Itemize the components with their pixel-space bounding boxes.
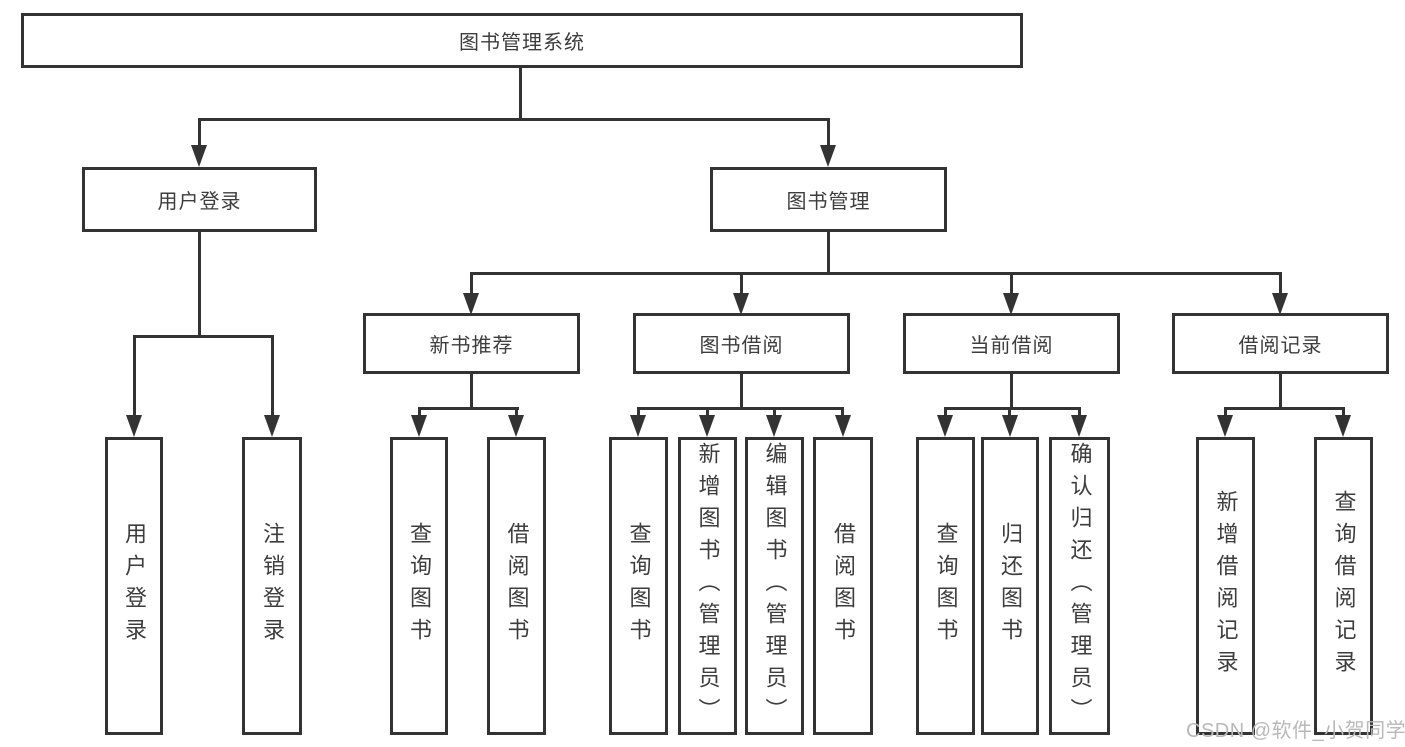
edge-new-book-branch [418,407,519,410]
node-library-system: 图书管理系统 [21,13,1023,68]
edge-user-login-branch [133,335,274,338]
node-label: 编辑图书（管理员） [762,442,788,730]
node-label: 查询图书 [933,522,959,650]
node-user-login: 用户登录 [82,167,317,232]
edge-drop-book-borrow [740,275,743,295]
edge-drop [637,410,640,418]
edge-drop [418,410,421,418]
node-borrow-records: 借阅记录 [1172,313,1389,374]
arrow-down-icon [733,293,749,315]
arrow-down-icon [820,145,836,167]
edge-drop [841,410,844,418]
node-new-book-recommend: 新书推荐 [363,313,580,374]
edge-drop-current-borrow [1010,275,1013,295]
node-label: 用户登录 [122,522,147,650]
arrow-down-icon [1071,415,1087,437]
leaf-query-borrow-record: 查询借阅记录 [1314,437,1373,735]
leaf-borrow-books: 借阅图书 [813,437,873,735]
node-label: 查询借阅记录 [1331,490,1357,682]
arrow-down-icon [126,415,142,437]
edge-current-borrow-branch [944,407,1081,410]
edge-drop-new-book [470,275,473,295]
node-label: 归还图书 [998,522,1023,650]
edge-drop [1008,410,1011,418]
edge-root-trunk [519,68,522,120]
leaf-query-books-recommend: 查询图书 [390,437,448,735]
edge-drop [1078,410,1081,418]
node-label: 借阅记录 [1238,335,1323,357]
arrow-down-icon [191,145,207,167]
node-label: 注销登录 [260,522,285,650]
arrow-down-icon [1003,293,1019,315]
arrow-down-icon [1335,415,1351,437]
node-label: 借阅图书 [831,522,856,650]
edge-drop-leaf-logout [271,338,274,416]
arrow-down-icon [463,293,479,315]
edge-book-borrow-branch [637,407,844,410]
edge-current-borrow-trunk [1010,374,1013,409]
node-book-management: 图书管理 [710,167,947,232]
node-label: 用户登录 [157,191,242,213]
node-label: 借阅图书 [504,522,530,650]
node-label: 查询图书 [407,522,432,650]
leaf-add-books-admin: 新增图书（管理员） [678,437,737,735]
node-book-borrow: 图书借阅 [633,313,850,374]
arrow-down-icon [630,415,646,437]
node-label: 确认归还（管理员） [1067,442,1093,730]
edge-drop [944,410,947,418]
edge-root-branch [198,118,830,121]
node-label: 查询图书 [626,522,652,650]
leaf-return-books: 归还图书 [981,437,1039,735]
edge-drop-book-management [827,121,830,147]
arrow-down-icon [766,415,782,437]
node-label: 图书借阅 [699,335,784,357]
arrow-down-icon [411,415,427,437]
arrow-down-icon [835,415,851,437]
leaf-user-login: 用户登录 [105,437,163,735]
edge-book-management-branch [470,272,1282,275]
leaf-borrow-books-recommend: 借阅图书 [487,437,546,735]
leaf-edit-books-admin: 编辑图书（管理员） [745,437,804,735]
node-label: 图书管理系统 [459,32,585,54]
edge-drop-leaf-user-login [133,338,136,416]
edge-drop [1342,410,1345,418]
edge-borrow-records-branch [1224,407,1345,410]
arrow-down-icon [937,415,953,437]
arrow-down-icon [1217,415,1233,437]
leaf-add-borrow-record: 新增借阅记录 [1196,437,1255,735]
edge-drop [706,410,709,418]
node-label: 当前借阅 [969,335,1054,357]
arrow-down-icon [699,415,715,437]
leaf-logout-login: 注销登录 [242,437,302,735]
node-label: 新增图书（管理员） [695,442,721,730]
edge-drop [773,410,776,418]
leaf-confirm-return-admin: 确认归还（管理员） [1049,437,1110,735]
arrow-down-icon [1272,293,1288,315]
arrow-down-icon [264,415,280,437]
node-current-borrow: 当前借阅 [903,313,1120,374]
edge-new-book-trunk [470,374,473,409]
node-label: 新增借阅记录 [1213,490,1239,682]
leaf-query-books-borrow: 查询图书 [609,437,668,735]
edge-book-borrow-trunk [740,374,743,409]
arrow-down-icon [508,415,524,437]
leaf-query-books-current: 查询图书 [916,437,975,735]
edge-drop-user-login [198,121,201,147]
edge-drop [1224,410,1227,418]
node-label: 图书管理 [786,191,871,213]
edge-user-login-trunk [198,232,201,337]
edge-borrow-records-trunk [1279,374,1282,409]
node-label: 新书推荐 [429,335,514,357]
edge-drop-borrow-records [1279,275,1282,295]
watermark: CSDN @软件_小贺同学 [1186,720,1405,742]
edge-book-management-trunk [827,232,830,274]
arrow-down-icon [1002,415,1018,437]
edge-drop [515,410,518,418]
